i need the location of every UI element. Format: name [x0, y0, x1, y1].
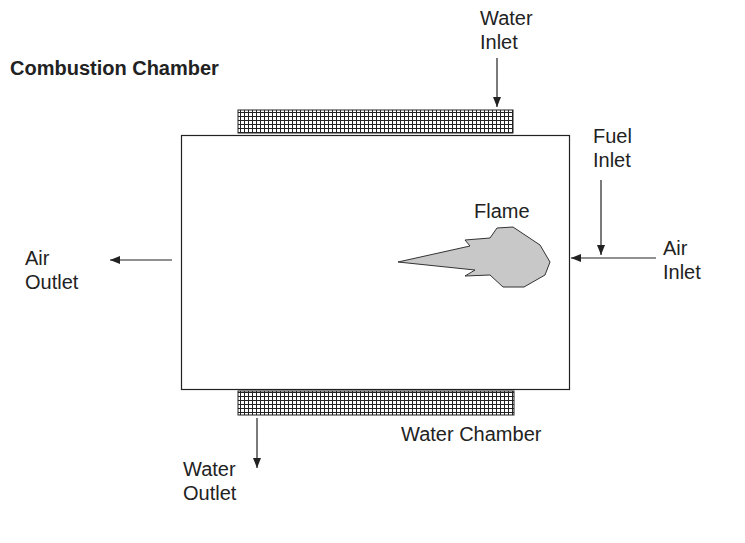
- chamber-label: Water Chamber: [401, 422, 541, 446]
- outlet-label: Water Outlet: [183, 457, 236, 505]
- outlet-label: Air Outlet: [25, 246, 78, 294]
- air-outlet-arrow: [110, 259, 172, 260]
- water-inlet-arrow: [496, 58, 497, 107]
- air-inlet-arrow: [571, 257, 656, 258]
- water-jacket-bottom: [238, 391, 514, 415]
- chamber-wall: [182, 136, 570, 390]
- water-jacket-top: [238, 110, 513, 133]
- inlet-label: Air Inlet: [663, 236, 701, 284]
- fuel-inlet-arrow: [600, 180, 601, 255]
- water-outlet-arrow: [256, 418, 257, 468]
- flame-shape: [398, 227, 550, 287]
- inlet-label: Water Inlet: [480, 6, 533, 54]
- inlet-label: Fuel Inlet: [593, 124, 632, 172]
- diagram-title: Combustion Chamber: [10, 56, 219, 80]
- flame-label: Flame: [474, 199, 530, 223]
